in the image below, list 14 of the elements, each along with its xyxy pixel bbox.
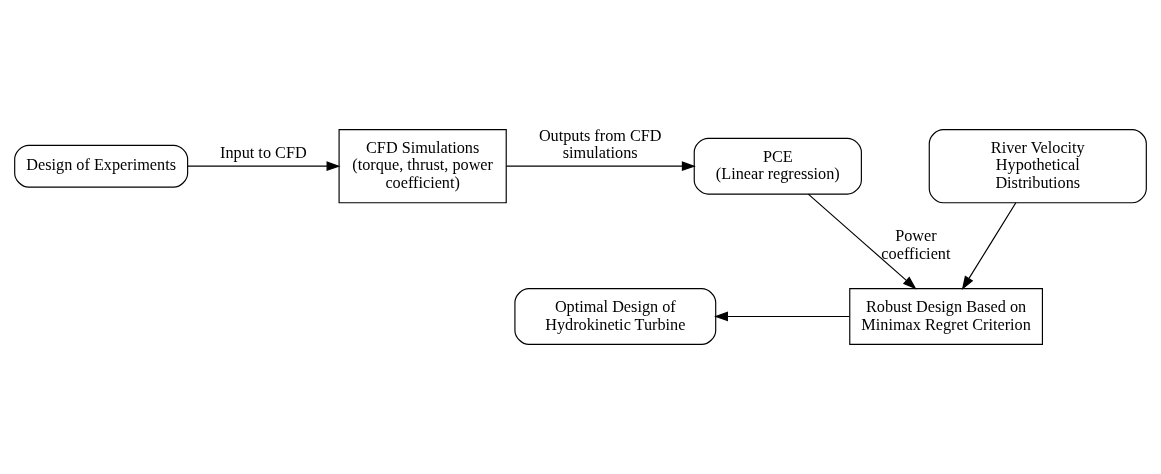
node-box: Optimal Design of Hydrokinetic Turbine xyxy=(514,288,717,345)
edge-label: Power coefficient xyxy=(881,227,951,263)
node-box: Design of Experiments xyxy=(14,144,189,188)
arrow xyxy=(961,202,1017,290)
node-box: River Velocity Hypothetical Distributions xyxy=(928,129,1147,204)
arrow xyxy=(187,161,341,172)
node-box: Robust Design Based on Minimax Regret Criterion xyxy=(849,288,1043,345)
node-box: PCE (Linear regression) xyxy=(693,137,862,195)
arrow xyxy=(505,161,696,172)
edge-label: Input to CFD xyxy=(220,144,307,163)
node-box: CFD Simulations (torque, thrust, power coefficient) xyxy=(338,129,507,204)
arrow xyxy=(807,193,917,290)
arrow xyxy=(714,311,850,322)
edge-label: Outputs from CFD simulations xyxy=(538,126,662,163)
